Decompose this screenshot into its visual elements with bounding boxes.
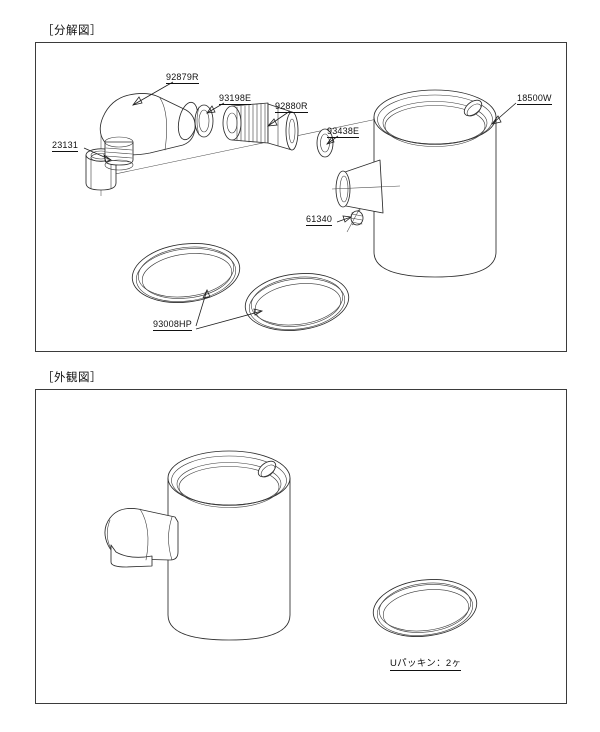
part-label-92879R: 92879R xyxy=(166,72,199,84)
section-title-exploded: ［分解図］ xyxy=(42,25,102,37)
part-label-93198E: 93198E xyxy=(219,93,252,105)
section-title-external: ［外観図］ xyxy=(42,372,102,384)
part-label-92880R: 92880R xyxy=(275,101,308,113)
part-label-23131: 23131 xyxy=(52,140,79,152)
exploded-view-frame xyxy=(35,42,567,352)
external-view-frame xyxy=(35,389,567,704)
part-label-93008HP: 93008HP xyxy=(153,319,192,331)
part-label-18500W: 18500W xyxy=(517,93,552,105)
part-label-93438E: 93438E xyxy=(327,126,360,138)
part-label-61340: 61340 xyxy=(306,214,333,226)
u-packing-quantity-note: Uパッキン：2ヶ xyxy=(390,655,462,671)
